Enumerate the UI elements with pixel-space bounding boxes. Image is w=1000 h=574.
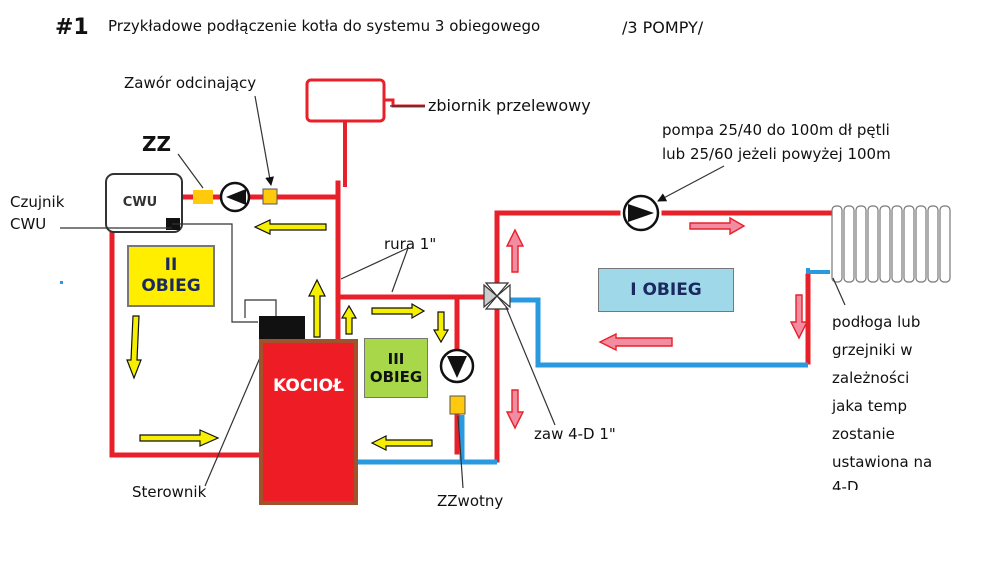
label-check-valve: ZZwotny [437,492,504,510]
obieg3-box: III OBIEG [364,338,428,398]
check-valve [449,395,466,415]
obieg3-return-pipe [355,415,465,465]
obieg2-line1: II [164,254,178,275]
label-floor-line7: 4-D [832,478,859,490]
diagram-title-suffix: /3 POMPY/ [622,18,704,37]
obieg1-return-pipe [508,297,808,368]
label-floor-line3: zależności [832,369,910,387]
obieg2-box: II OBIEG [127,245,215,307]
label-pump-line1: pompa 25/40 do 100m dł pętli [662,121,890,139]
expansion-tank [305,78,386,123]
boiler-label: KOCIOŁ [272,376,345,396]
four-way-valve [483,282,511,310]
obieg2-line2: OBIEG [141,276,201,296]
cwu-label: CWU [122,194,158,210]
label-zz: ZZ [142,132,172,156]
diagram-number: #1 [55,15,89,40]
flow-arrows-red [505,216,809,430]
label-sensor-line2: CWU [10,215,47,233]
obieg3-line2: OBIEG [369,368,423,386]
label-floor-line6: ustawiona na [832,453,933,471]
label-floor-line1: podłoga lub [832,313,921,331]
leader-lines [177,95,846,489]
label-floor-line2: grzejniki w [832,341,913,359]
obieg1-box: I OBIEG [598,268,734,312]
obieg1-supply-pipe [494,210,621,300]
diagram-title: Przykładowe podłączenie kotła do systemu… [108,17,541,35]
shutoff-valve [262,188,278,205]
label-floor-line5: zostanie [832,425,895,443]
label-expansion-tank: zbiornik przelewowy [428,96,591,115]
radiator [831,205,951,283]
cold-pipes [355,268,830,465]
obieg3-line1: III [387,350,405,368]
flow-arrow-right [371,302,426,320]
flow-arrows-yellow [126,219,450,451]
pump-obieg1 [622,194,660,232]
label-floor-line4: jaka temp [832,397,907,415]
cwu-tank [105,173,183,233]
label-controller: Sterownik [132,483,207,501]
obieg1-label: I OBIEG [630,280,702,300]
pump-cwu [219,181,251,213]
stray-dot [60,281,63,284]
label-pipe-size: rura 1" [384,235,437,253]
label-shutoff-valve: Zawór odcinający [124,74,257,92]
signal-wires [60,223,277,323]
label-four-way-valve: zaw 4-D 1" [534,425,616,443]
label-pump-line2: lub 25/60 jeżeli powyżej 100m [662,145,891,163]
boiler: KOCIOŁ [259,339,358,505]
zz-valve [193,190,213,204]
controller-box [259,316,305,339]
label-sensor-line1: Czujnik [10,193,65,211]
obieg2-return-pipe [109,225,265,458]
pump-obieg3 [439,348,475,384]
